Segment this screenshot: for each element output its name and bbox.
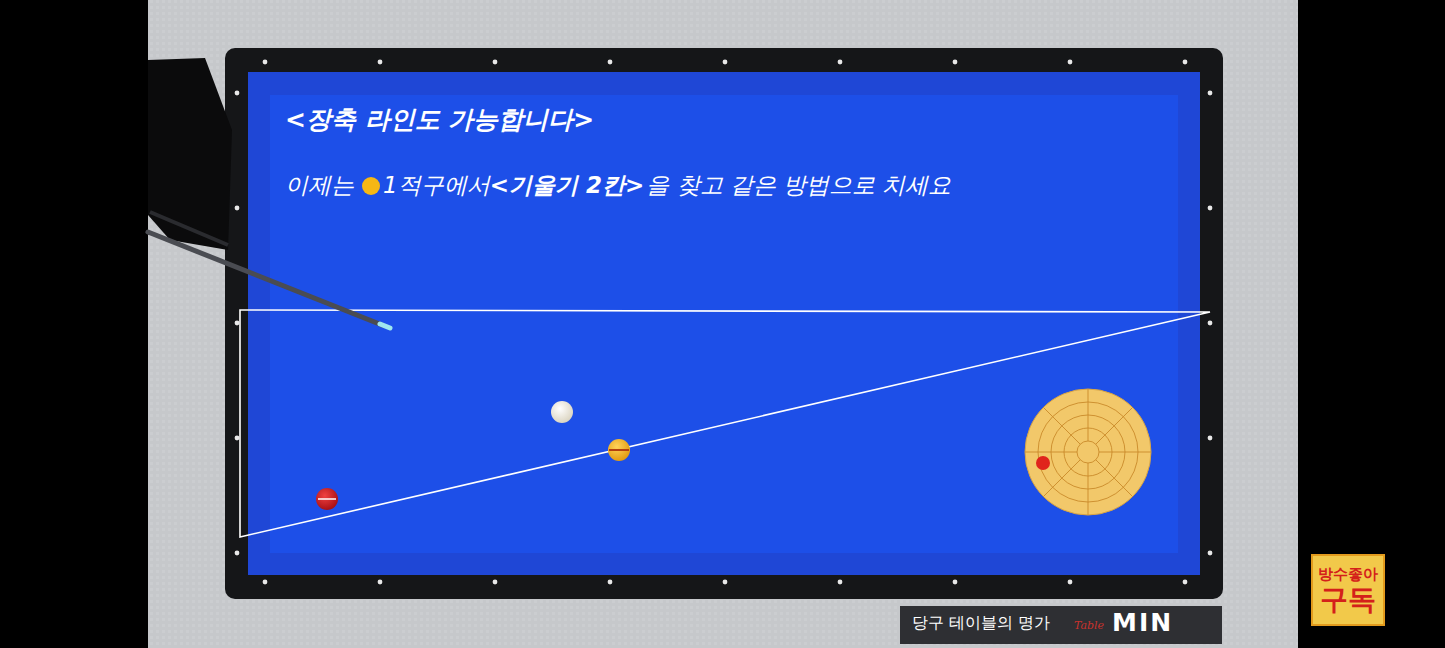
diamond <box>235 206 240 211</box>
yellow-ball-symbol <box>362 177 380 195</box>
diamond <box>1208 206 1213 211</box>
diamond <box>1068 60 1073 65</box>
tip-spoke <box>1043 407 1080 444</box>
tip-spoke <box>1088 463 1089 515</box>
floor <box>148 0 1298 648</box>
brand-slogan: 당구 테이블의 명가 <box>912 614 1050 632</box>
diamond <box>235 436 240 441</box>
brand-bar <box>900 606 1222 644</box>
object-ball <box>608 439 630 461</box>
diamond <box>378 580 383 585</box>
diamond <box>263 580 268 585</box>
diamond <box>723 60 728 65</box>
diamond <box>235 551 240 556</box>
diamond <box>1208 436 1213 441</box>
diamond <box>493 60 498 65</box>
instruction-text: 이제는 <box>285 170 354 201</box>
diamond <box>723 580 728 585</box>
diamond <box>838 580 843 585</box>
aiming-line <box>240 310 1210 537</box>
hand <box>148 58 232 250</box>
diamond <box>953 580 958 585</box>
object-ball <box>316 488 338 510</box>
heading: <장축 라인도 가능합니다> <box>285 106 594 135</box>
ball-stripe <box>609 449 629 451</box>
diamond <box>1208 551 1213 556</box>
diamond <box>1208 321 1213 326</box>
brand-script: Table <box>1074 620 1104 633</box>
diamond <box>953 60 958 65</box>
badge-text: 구독 <box>1320 584 1376 616</box>
instruction-line: 이제는 1적구에서<기울기 2칸>을 찾고 같은 방법으로 치세요 <box>285 170 951 201</box>
instruction-text: 1적구에서 <box>383 170 490 201</box>
tip-chart <box>1025 389 1151 515</box>
diamond <box>608 580 613 585</box>
diamond <box>608 60 613 65</box>
tip-spoke <box>1096 460 1133 497</box>
diamond <box>838 60 843 65</box>
emphasis-text: <기울기 2칸> <box>490 170 645 201</box>
diamond <box>235 321 240 326</box>
cushion <box>248 72 1200 575</box>
ball-stripe <box>318 498 336 500</box>
tip-ring <box>1077 441 1099 463</box>
tip-spoke <box>1096 407 1133 444</box>
cue <box>148 58 390 328</box>
diamond <box>1068 580 1073 585</box>
subscribe-badge <box>1312 555 1384 625</box>
cloth <box>270 95 1178 553</box>
diamond <box>493 580 498 585</box>
cue-stick <box>150 212 228 245</box>
instruction-text: 을 찾고 같은 방법으로 치세요 <box>646 170 951 201</box>
cue-stick <box>148 232 382 325</box>
diamond <box>1183 60 1188 65</box>
tip-spoke <box>1088 389 1089 441</box>
brand-logo: MIN <box>1112 609 1173 638</box>
badge-text: 방수좋아 <box>1318 566 1378 583</box>
diamond <box>235 91 240 96</box>
tip-spoke <box>1025 452 1077 453</box>
cue-tip <box>380 324 390 328</box>
tip-chart-face <box>1025 389 1151 515</box>
diamond <box>263 60 268 65</box>
tip-spoke <box>1099 452 1151 453</box>
diamonds <box>235 60 1213 585</box>
diamond <box>1183 580 1188 585</box>
diamond <box>378 60 383 65</box>
tip-point <box>1036 456 1050 470</box>
diamond <box>1208 91 1213 96</box>
cue-ball <box>551 401 573 423</box>
